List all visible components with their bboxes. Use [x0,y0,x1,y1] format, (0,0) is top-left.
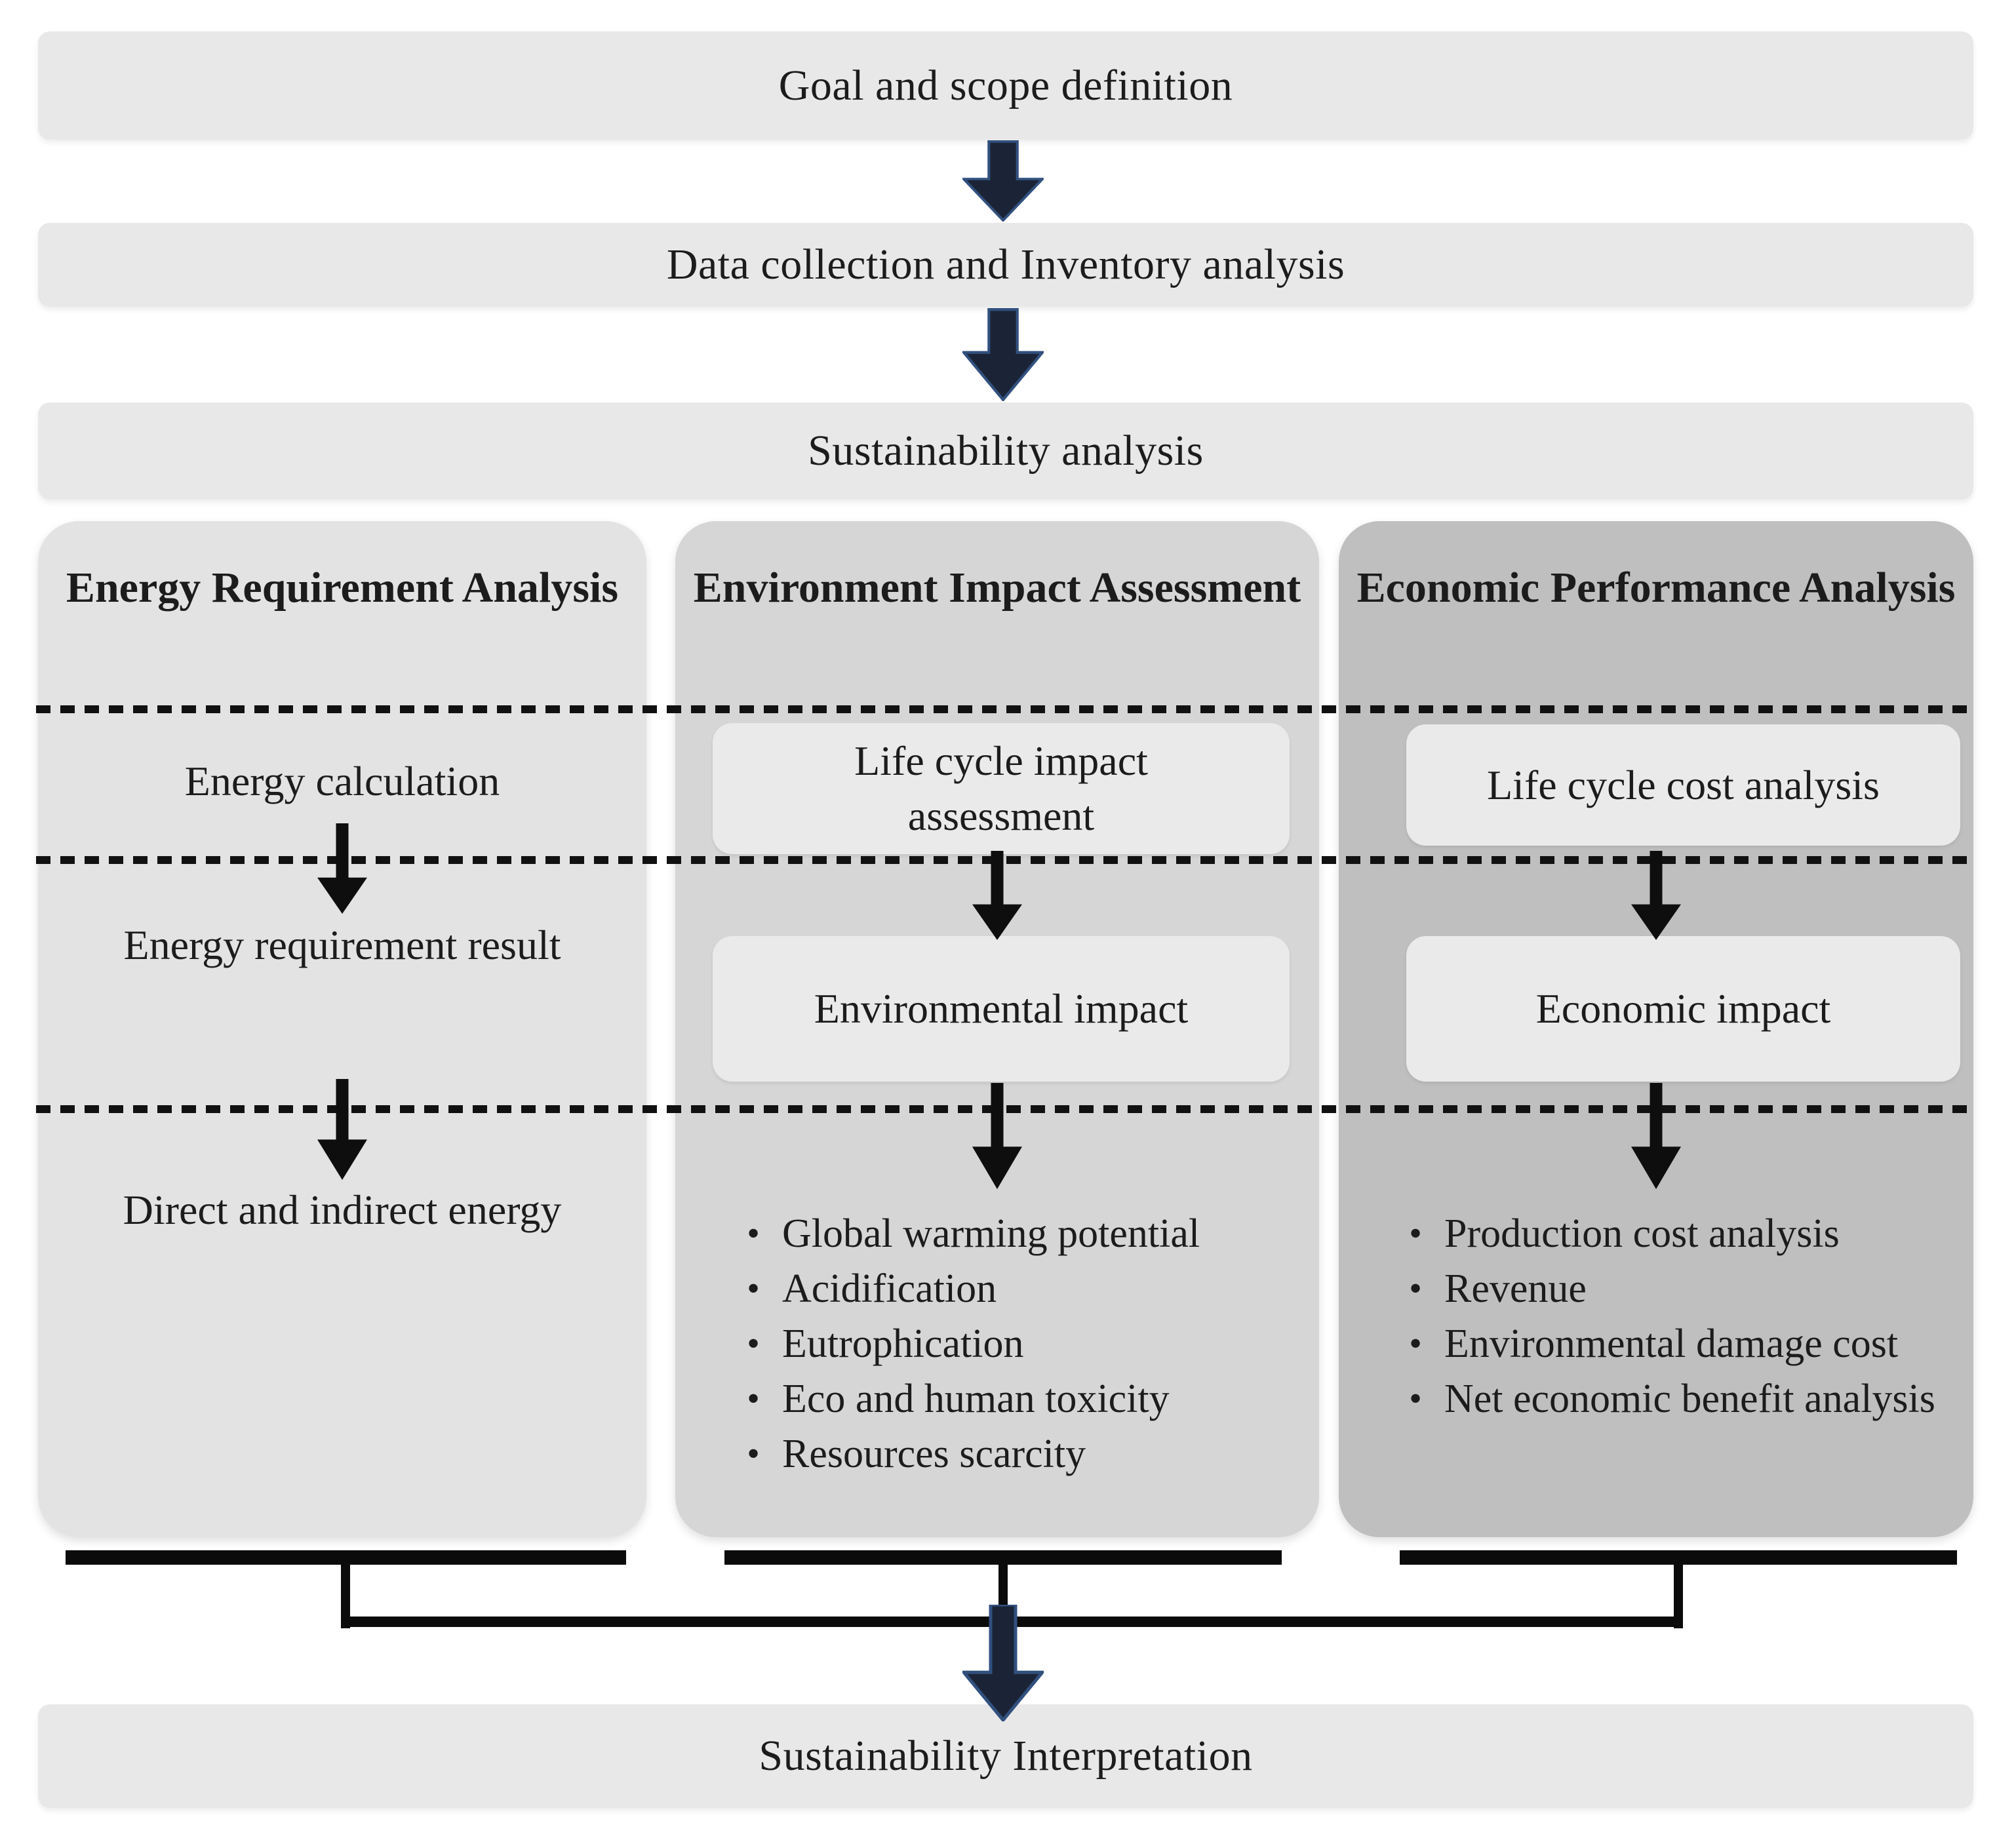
box-life-cycle-impact-assessment-label: Life cycle impact assessment [854,737,1148,839]
bullet-icon [724,1316,782,1371]
list-item: Acidification [724,1261,1301,1316]
bullet-label: Global warming potential [782,1211,1200,1256]
bullet-icon [724,1371,782,1426]
bullet-label: Net economic benefit analysis [1444,1377,1935,1421]
economic-performance-bullet-list: Production cost analysis Revenue Environ… [1387,1206,1958,1426]
bullet-label: Eutrophication [782,1322,1024,1366]
column-energy-requirement-analysis [38,521,646,1537]
bracket-line-environment [724,1550,1282,1565]
list-item: Production cost analysis [1387,1206,1958,1261]
list-item: Resources scarcity [724,1426,1301,1481]
dashed-separator-2 [36,856,1977,864]
step-energy-requirement-result: Energy requirement result [123,922,561,968]
down-arrow-icon [317,1079,367,1180]
down-arrow-icon [972,851,1022,940]
bullet-icon [724,1206,782,1261]
bullet-icon [1387,1316,1444,1371]
stage-bar-sustainability-analysis-label: Sustainability analysis [808,427,1204,475]
stage-bar-sustainability-analysis: Sustainability analysis [38,402,1973,500]
down-arrow-icon [972,1083,1022,1189]
list-item: Global warming potential [724,1206,1301,1261]
list-item: Eutrophication [724,1316,1301,1371]
box-life-cycle-cost-analysis: Life cycle cost analysis [1406,724,1960,846]
bullet-icon [1387,1206,1444,1261]
list-item: Net economic benefit analysis [1387,1371,1958,1426]
list-item: Eco and human toxicity [724,1371,1301,1426]
down-arrow-icon [962,1605,1044,1721]
step-direct-indirect-energy: Direct and indirect energy [123,1186,562,1233]
box-economic-impact: Economic impact [1406,936,1960,1082]
stage-bar-sustainability-interpretation-label: Sustainability Interpretation [759,1732,1253,1780]
bullet-label: Acidification [782,1266,997,1311]
list-item: Environmental damage cost [1387,1316,1958,1371]
bullet-icon [1387,1261,1444,1316]
bullet-label: Production cost analysis [1444,1211,1840,1256]
bullet-label: Resources scarcity [782,1432,1086,1476]
stage-bar-data-collection: Data collection and Inventory analysis [38,223,1973,307]
stage-bar-data-collection-label: Data collection and Inventory analysis [666,241,1345,288]
bracket-line-energy [66,1550,626,1565]
down-arrow-icon [317,823,367,914]
dashed-separator-3 [36,1105,1977,1113]
bracket-drop-energy [341,1563,350,1628]
down-arrow-icon [1631,1083,1681,1189]
box-environmental-impact-label: Environmental impact [814,985,1189,1032]
bracket-drop-economic [1674,1563,1683,1628]
box-environmental-impact: Environmental impact [713,936,1290,1082]
bullet-label: Revenue [1444,1266,1587,1311]
column-title-environment: Environment Impact Assessment [693,564,1301,612]
column-title-economic: Economic Performance Analysis [1356,564,1956,612]
bullet-icon [1387,1371,1444,1426]
box-economic-impact-label: Economic impact [1535,985,1831,1032]
down-arrow-icon [1631,851,1681,940]
column-title-energy: Energy Requirement Analysis [66,564,619,612]
bullet-icon [724,1261,782,1316]
dashed-separator-1 [36,705,1977,713]
bullet-label: Environmental damage cost [1444,1322,1899,1366]
environment-impact-bullet-list: Global warming potential Acidification E… [724,1206,1301,1481]
bullet-icon [724,1426,782,1481]
bracket-line-economic [1400,1550,1957,1565]
step-energy-calculation: Energy calculation [184,758,500,804]
list-item: Revenue [1387,1261,1958,1316]
down-arrow-icon [962,140,1044,222]
stage-bar-sustainability-interpretation: Sustainability Interpretation [38,1704,1973,1808]
bullet-label: Eco and human toxicity [782,1377,1170,1421]
stage-bar-goal-label: Goal and scope definition [778,61,1233,109]
down-arrow-icon [962,308,1044,401]
box-life-cycle-impact-assessment: Life cycle impact assessment [713,723,1290,854]
box-life-cycle-cost-analysis-label: Life cycle cost analysis [1487,761,1880,808]
stage-bar-goal: Goal and scope definition [38,31,1973,140]
